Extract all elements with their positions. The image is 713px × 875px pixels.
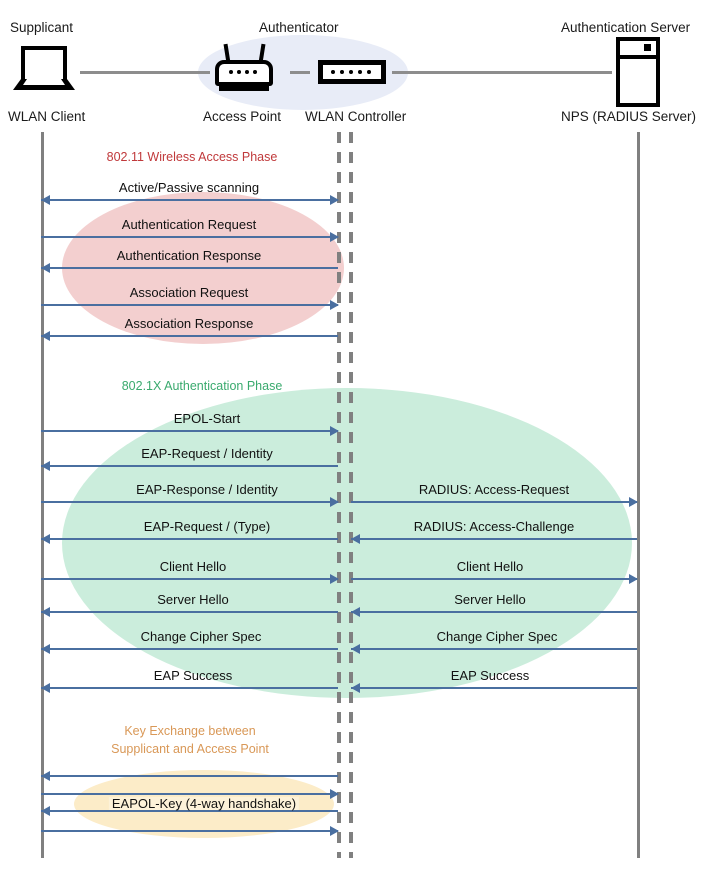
wlan-controller-icon: [318, 60, 386, 84]
lifeline-wlan-controller: [349, 132, 353, 858]
actor-role-authentication-server: Authentication Server: [561, 20, 691, 35]
message-label: Authentication Request: [121, 217, 257, 232]
message-label: Server Hello: [157, 592, 229, 607]
phase-label-wireless-access: 802.11 Wireless Access Phase: [106, 150, 278, 164]
message-label: Active/Passive scanning: [118, 180, 260, 195]
message-label: EAP-Request / Identity: [141, 446, 273, 461]
phase-label-key-exchange-line2: Supplicant and Access Point: [111, 742, 269, 756]
message-label: Change Cipher Spec: [140, 629, 262, 644]
actor-caption-wlan-controller: WLAN Controller: [305, 109, 407, 124]
message-label: EAP-Response / Identity: [136, 482, 278, 497]
message-label: Server Hello: [454, 592, 526, 607]
laptop-icon: [13, 46, 75, 94]
wire-wlc-to-nps: [392, 71, 612, 74]
phase-blob-dot1x-auth: [62, 388, 632, 698]
phase-label-key-exchange: Key Exchange between Supplicant and Acce…: [111, 722, 269, 758]
wireless-access-point-icon: [215, 43, 273, 94]
message-label: Client Hello: [159, 559, 227, 574]
message-label: Association Response: [124, 316, 254, 331]
lifeline-access-point: [337, 132, 341, 858]
message-label: Client Hello: [456, 559, 524, 574]
message-label: EAPOL-Key (4-way handshake): [108, 797, 300, 810]
message-label: EAP-Request / (Type): [143, 519, 271, 534]
message-label: Authentication Response: [116, 248, 262, 263]
lifeline-supplicant: [41, 132, 44, 858]
server-icon: [616, 37, 660, 107]
message-label: Association Request: [129, 285, 249, 300]
phase-label-key-exchange-line1: Key Exchange between: [124, 724, 256, 738]
lifeline-auth-server: [637, 132, 640, 858]
actor-caption-nps-radius-server: NPS (RADIUS Server): [561, 109, 697, 124]
message-label: RADIUS: Access-Challenge: [413, 519, 575, 534]
message-label: RADIUS: Access-Request: [418, 482, 570, 497]
phase-label-dot1x-auth: 802.1X Authentication Phase: [121, 379, 283, 393]
wire-ap-to-wlc: [290, 71, 310, 74]
actor-caption-access-point: Access Point: [203, 109, 282, 124]
message-label: Change Cipher Spec: [436, 629, 558, 644]
message-label: EAP Success: [153, 668, 233, 683]
actor-role-supplicant: Supplicant: [10, 20, 74, 35]
message-label: EAP Success: [450, 668, 530, 683]
message-label: EPOL-Start: [173, 411, 241, 426]
actor-role-authenticator: Authenticator: [259, 20, 339, 35]
actor-caption-wlan-client: WLAN Client: [8, 109, 86, 124]
wire-client-to-ap: [80, 71, 210, 74]
